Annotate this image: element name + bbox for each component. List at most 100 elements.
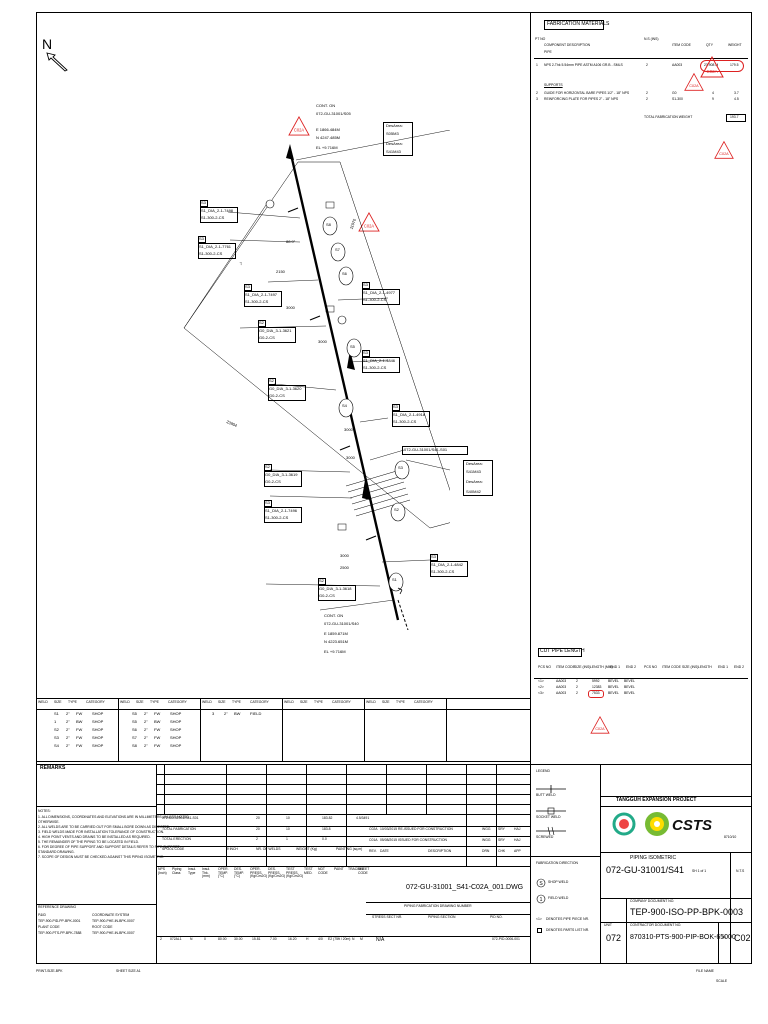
mto-row-wt: 3.7	[734, 91, 739, 95]
contract-no: 8710/10	[724, 835, 737, 839]
cont-top-l1: CONT. ON	[316, 103, 336, 108]
revision-triangle-icon: C02A	[684, 72, 704, 91]
sheet-of: SH 1 of 1	[692, 869, 707, 873]
mto-row-no: 3	[536, 97, 538, 101]
desarea-label: DesArea:	[466, 479, 483, 484]
weld-label: S1	[392, 577, 397, 582]
cut-cell: <3>	[538, 691, 544, 695]
north-arrow: N	[42, 36, 52, 54]
line-tag-box	[402, 446, 468, 455]
mto-row-no: 1	[536, 63, 538, 67]
mto-pipe-label: PIPE	[544, 50, 552, 54]
north-arrow-icon	[46, 52, 68, 72]
desarea-value: S41M43	[466, 469, 481, 474]
cont-top-l5: EL +9.716M	[316, 145, 338, 150]
dimension: 3000	[286, 305, 295, 310]
drawing-grid	[156, 764, 530, 964]
contractor-logo: CSTS	[672, 817, 713, 834]
revision-triangle-text: C02A	[719, 152, 729, 156]
mto-row-desc: GUIDE FOR HORIZONTAL BARE PIPES 1/2" - 1…	[544, 91, 630, 95]
desarea-label: DesArea:	[466, 461, 483, 466]
desarea-value: S41M43	[386, 149, 401, 154]
mto-row-qty: 23.908 M	[704, 63, 719, 67]
cut-hdr: END 1	[610, 665, 620, 669]
remarks-title: REMARKS	[40, 765, 66, 771]
socket-weld-icon	[536, 807, 566, 815]
desarea-label: DesArea:	[386, 123, 403, 128]
company-doc-label: COMPANY DOCUMENT NO.	[630, 899, 675, 903]
cut-hdr: LENGTH	[698, 665, 712, 669]
mto-row-qty: 4	[712, 91, 714, 95]
revision-table: C02A 10/03/2015 RE-ISSUED FOR CONSTRUCTI…	[368, 816, 530, 856]
drawing-sheet	[36, 12, 752, 964]
dimension: 3000	[340, 553, 349, 558]
bottom-divider	[600, 764, 601, 964]
revision-triangle-text: C02A	[689, 84, 699, 88]
mto-title: FABRICATION MATERIALS	[547, 21, 610, 27]
cut-cell: 5992	[592, 679, 600, 683]
mto-total-label: TOTAL FABRICATION WEIGHT	[644, 115, 693, 119]
company-doc-no: TEP-900-ISO-PP-BPK-0003	[630, 907, 744, 917]
mto-row-qty: 9	[712, 97, 714, 101]
mto-row-code: AA003	[672, 63, 683, 67]
cut-hdr: END 1	[718, 665, 728, 669]
revision-triangle-icon: C02A	[714, 140, 734, 159]
cut-hdr: SIZE (INS)	[682, 665, 699, 669]
cut-pipe-panel: CUT PIPE LENGTH PCS NO ITEM CODE SIZE (I…	[534, 646, 748, 716]
bottom-divider	[156, 764, 157, 964]
revision-triangle-icon: C02A	[590, 716, 610, 734]
shop-weld-icon: S	[536, 878, 546, 888]
legend-panel: LEGEND BUTT WELD SOCKET WELD SCREWED FAB…	[536, 769, 590, 933]
cut-cell: AA003	[556, 685, 567, 689]
weld-label: S7	[335, 247, 340, 252]
cut-hdr: END 2	[734, 665, 744, 669]
bp-logo-icon	[645, 812, 669, 836]
cut-cell: 2	[576, 685, 578, 689]
weld-table-header: WELD SIZE TYPE CATEGORY WELD SIZE TYPE C…	[38, 700, 433, 704]
contractor-doc-no: 870310-PTS-900-PIP-BOK-65000	[630, 934, 736, 941]
cut-hdr: SIZE (INS)	[574, 665, 591, 669]
dimension: 2150	[276, 269, 285, 274]
cont-bot-l1: CONT. ON	[324, 613, 344, 618]
revision-triangle-icon: C02A	[288, 116, 310, 136]
weld-label: S8	[326, 222, 331, 227]
mto-title-box	[544, 20, 604, 30]
cut-cell: 2	[576, 679, 578, 683]
cut-cell: BEVEL	[608, 685, 619, 689]
mto-hdr-ns: N.S (INS)	[644, 37, 659, 41]
cut-hdr: PCS NO	[538, 665, 551, 669]
desarea-value: S40M42	[466, 489, 481, 494]
cut-title: CUT PIPE LENGTH	[540, 648, 585, 654]
scale: N.T.S	[736, 869, 745, 873]
notes-title: NOTES:	[38, 809, 51, 813]
cut-cell: 2	[576, 691, 578, 695]
mto-qty-cloud	[700, 60, 744, 72]
cont-top-l4: N 4247.485M	[316, 135, 341, 140]
cut-hdr: PCS NO	[644, 665, 657, 669]
cont-bot-l2: 072-GU-31001/S40	[324, 621, 359, 626]
isometric-drawing	[183, 130, 450, 630]
cont-bot-l4: N 4223.651M	[324, 639, 349, 644]
mto-panel: FABRICATION MATERIALS PT NO COMPONENT DE…	[534, 16, 748, 128]
cont-top-l2: 072-GU-31001/S05	[316, 111, 351, 116]
desarea-value: S05M3	[386, 131, 399, 136]
mto-row-ns: 2	[646, 97, 648, 101]
line-data-header: NPS (Inch) Piping Class Insul. Type Insu…	[156, 866, 370, 879]
bottom-block-rule	[36, 764, 752, 765]
weld-label: S4	[342, 403, 347, 408]
sheet-size: A1	[722, 935, 727, 939]
screwed-icon	[536, 826, 566, 836]
revision-triangle-text: C02A	[706, 69, 717, 74]
mto-supports-label: SUPPORTS	[544, 83, 563, 87]
mto-hdr-wt: WEIGHT	[728, 43, 742, 47]
mto-hdr-code: ITEM CODE	[672, 43, 691, 47]
cut-cell: BEVEL	[608, 691, 619, 695]
cut-cell: AA003	[556, 691, 567, 695]
field-weld-icon: 1	[536, 894, 546, 904]
dimension: 3000	[346, 455, 355, 460]
cut-hdr: LENGTH (MM)	[590, 665, 613, 669]
cut-cell: BEVEL	[624, 679, 635, 683]
cut-cell: BEVEL	[624, 691, 635, 695]
revision-triangle-text: C02A	[364, 223, 374, 228]
cont-bot-l5: EL +9.716M	[324, 649, 346, 654]
